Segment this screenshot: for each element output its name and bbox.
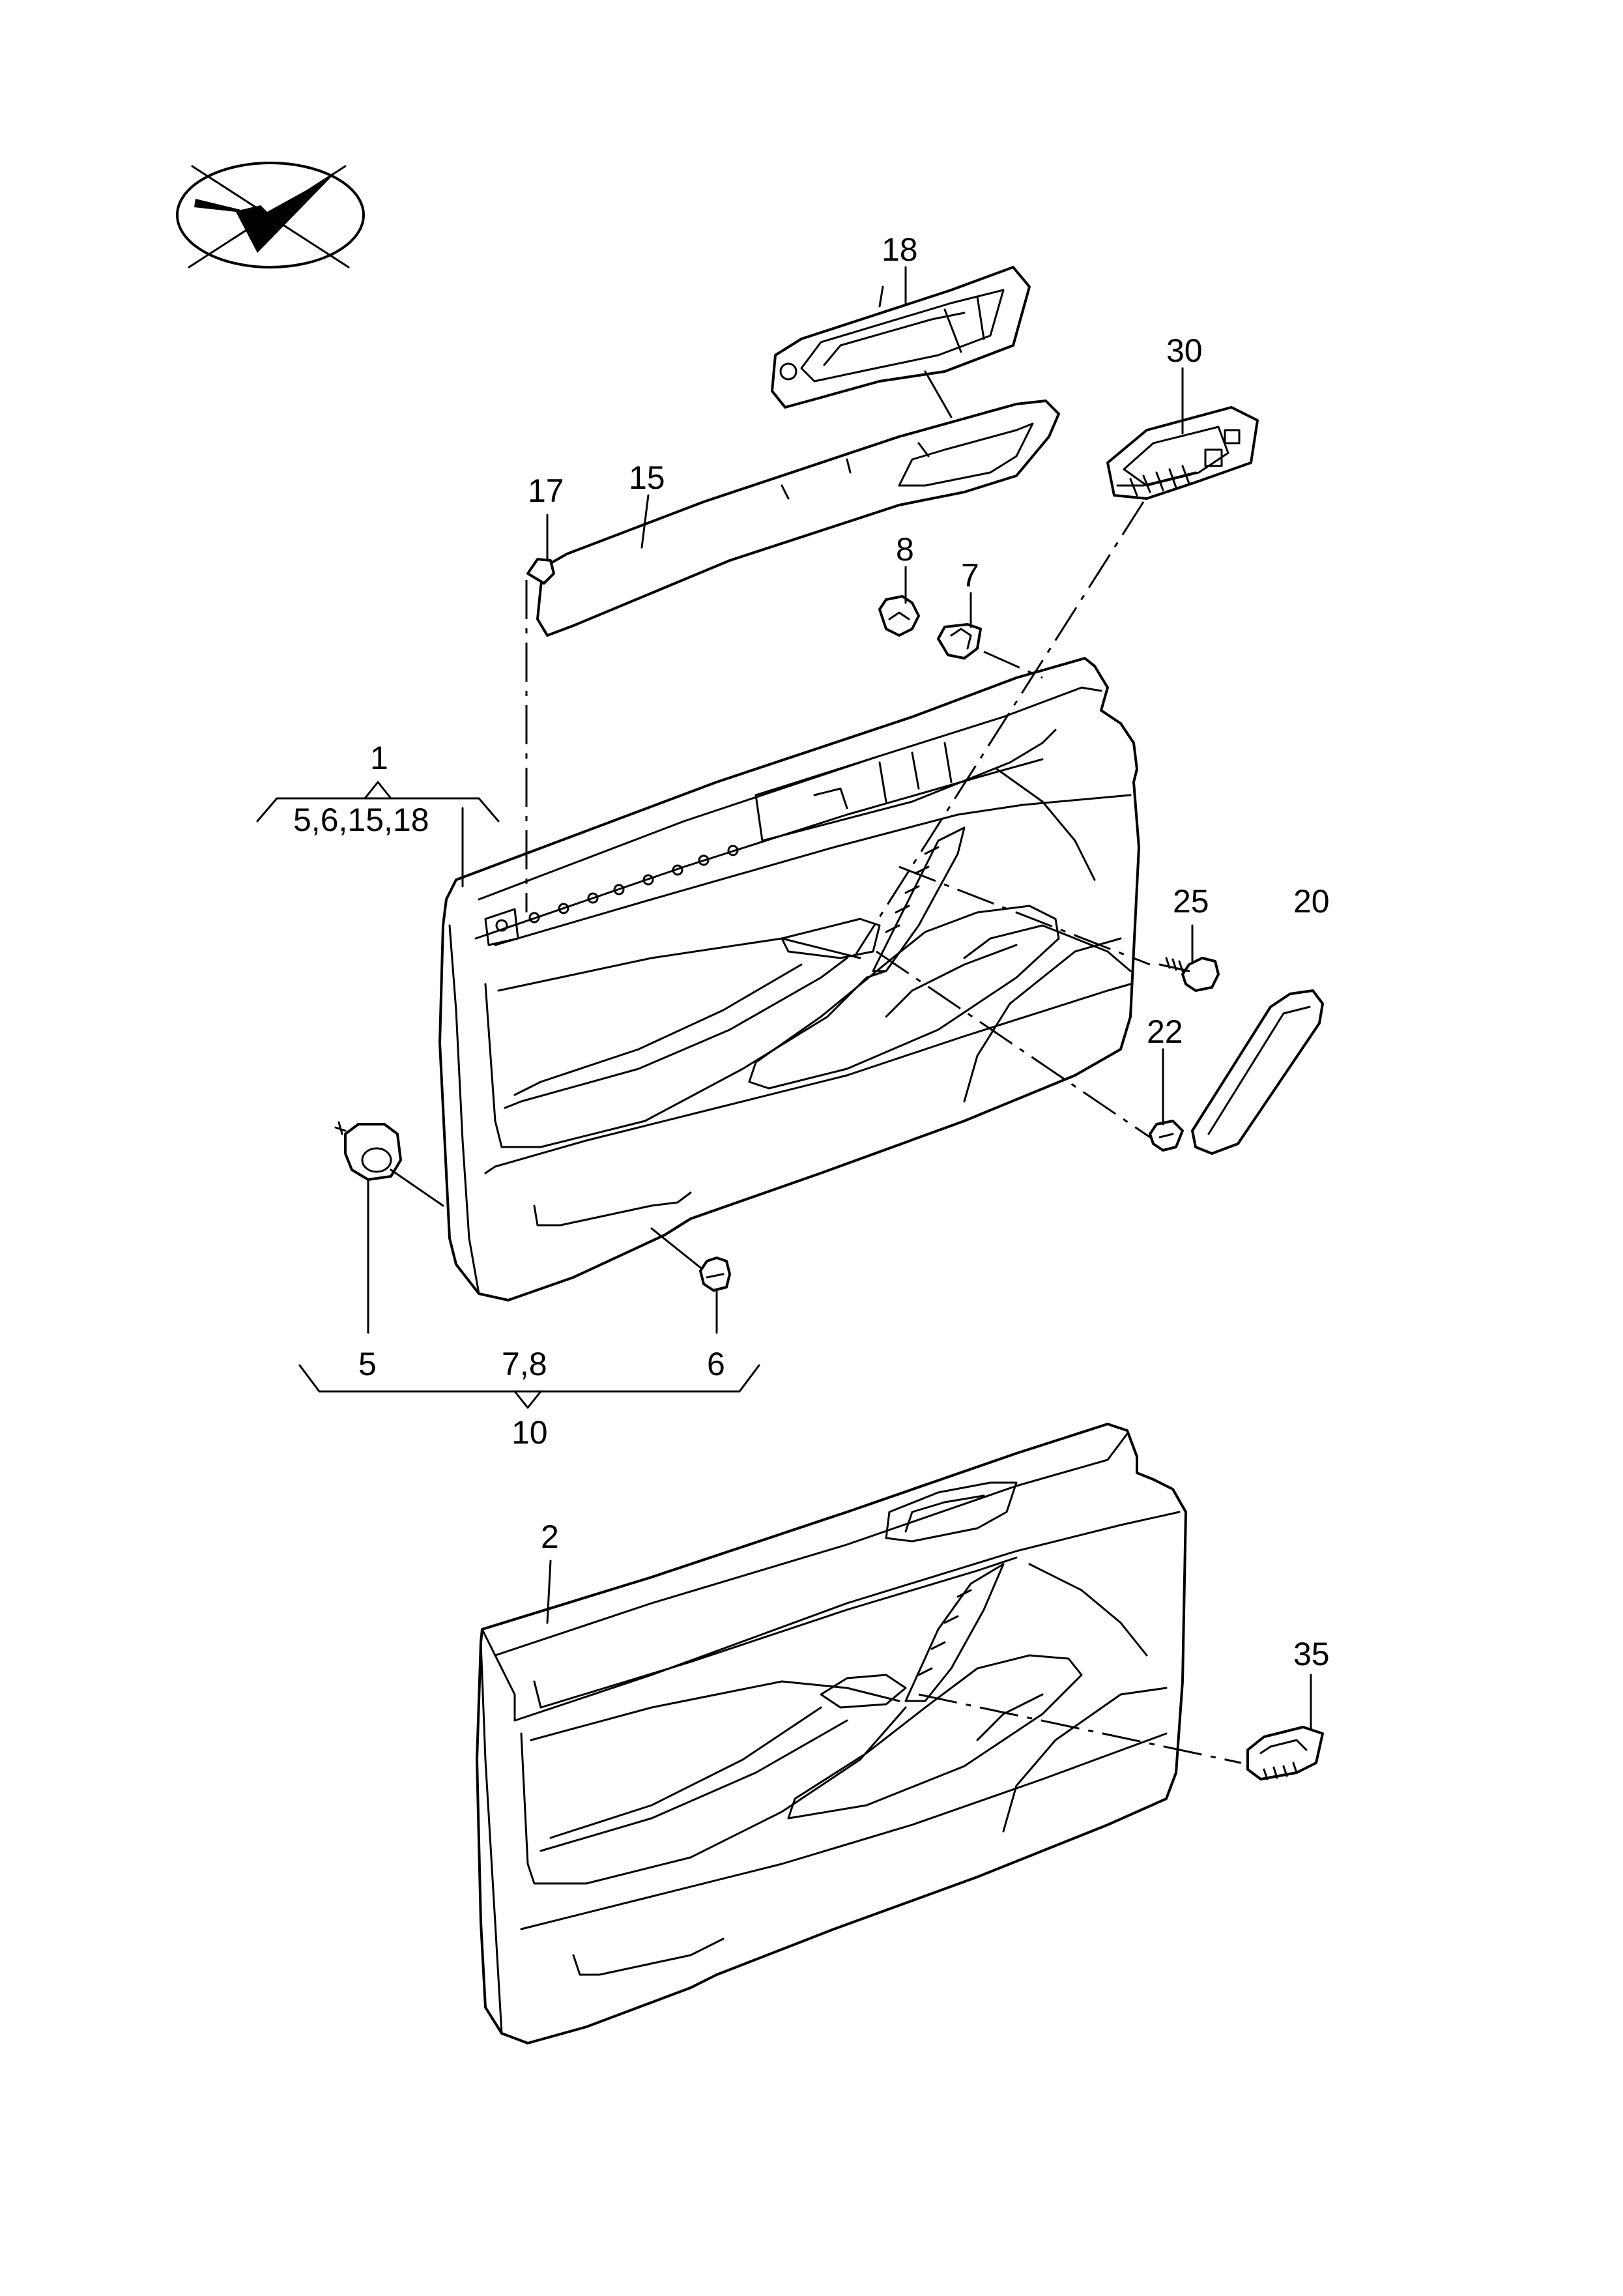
- part-18-inner-handle: [771, 266, 1031, 409]
- label-part-25: 25: [1173, 883, 1209, 920]
- label-part-30: 30: [1166, 332, 1203, 369]
- label-part-6: 6: [707, 1346, 725, 1382]
- label-part-1: 1: [370, 740, 388, 776]
- leader-lines: [367, 266, 1312, 1730]
- bracket-part-10: [298, 1364, 760, 1409]
- part-2-door-panel: [476, 1423, 1187, 2044]
- label-part-17: 17: [528, 472, 564, 509]
- label-part-8: 8: [896, 531, 914, 568]
- label-part-1-subparts: 5,6,15,18: [293, 802, 429, 838]
- assembly-lines: [525, 370, 1242, 1764]
- part-15-trim-strip: [536, 400, 1060, 637]
- label-part-18: 18: [882, 231, 918, 268]
- part-22-clip: [1149, 1120, 1184, 1152]
- bracket-part-1: [256, 781, 500, 822]
- part-1-door-panel: [438, 657, 1140, 1301]
- label-part-10: 10: [511, 1414, 548, 1451]
- part-7-clip: [937, 623, 982, 660]
- part-5-clip: [334, 1121, 444, 1207]
- label-part-35: 35: [1293, 1636, 1330, 1672]
- label-part-7: 7: [961, 557, 979, 594]
- label-part-15: 15: [629, 459, 665, 496]
- checkmark-in-crossed-ellipse-icon: [176, 162, 365, 269]
- part-20-trim-strip: [1191, 989, 1324, 1155]
- label-part-5: 5: [358, 1346, 377, 1382]
- label-part-22: 22: [1147, 1013, 1183, 1050]
- part-30-switch-housing: [1106, 406, 1259, 500]
- label-part-7-8: 7,8: [502, 1346, 547, 1382]
- part-6-clip: [650, 1227, 731, 1292]
- part-35-switch: [1246, 1726, 1324, 1780]
- clip-holes: [528, 845, 739, 923]
- part-17-clip: [526, 558, 555, 585]
- part-25-screw: [1158, 957, 1220, 992]
- label-part-20: 20: [1293, 883, 1330, 920]
- part-8-fastener: [878, 595, 920, 637]
- label-part-2: 2: [541, 1519, 559, 1555]
